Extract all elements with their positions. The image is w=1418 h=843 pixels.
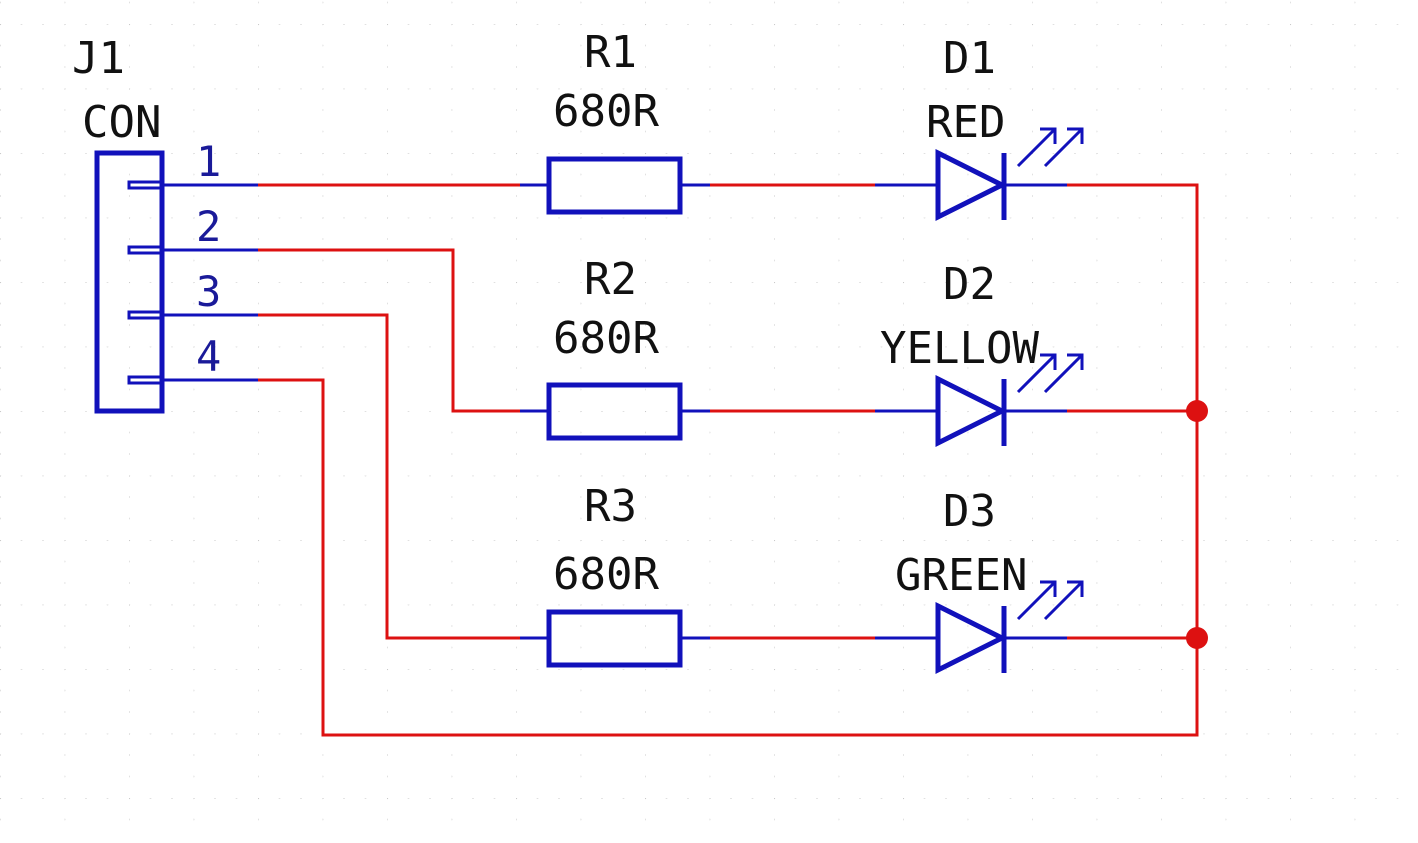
resistor-r3: [520, 609, 710, 668]
connector-pin-number-3: 3: [196, 267, 221, 316]
wire-d1-bus: [1065, 183, 1199, 737]
connector-j1: [94, 150, 258, 414]
led-triangle: [935, 374, 1008, 448]
connector-pin-number-4: 4: [196, 332, 221, 381]
led-value: GREEN: [895, 550, 1027, 601]
wire-pin2-r2: [256, 248, 522, 413]
connector-body: [94, 150, 165, 414]
connector-pin-1: [127, 180, 258, 190]
led-light-arrows: [1016, 127, 1084, 168]
resistor-body: [546, 609, 683, 668]
led-light-arrows: [1016, 580, 1084, 621]
connector-pin-4: [127, 375, 258, 385]
resistor-r1: [520, 156, 710, 215]
led-ref: D2: [943, 259, 996, 310]
resistor-value: 680R: [553, 313, 659, 364]
junction-dot: [1186, 627, 1208, 649]
resistor-ref: R1: [584, 27, 637, 78]
wire-pin3-r3: [256, 313, 522, 640]
resistor-value: 680R: [553, 549, 659, 600]
connector-value: CON: [82, 97, 161, 148]
led-light-arrows: [1016, 353, 1084, 394]
resistor-value: 680R: [553, 86, 659, 137]
connector-pin-2: [127, 245, 258, 255]
resistor-ref: R3: [584, 481, 637, 532]
connector-pin-3: [127, 310, 258, 320]
resistor-body: [546, 382, 683, 441]
led-ref: D1: [943, 33, 996, 84]
connector-pin-number-2: 2: [196, 202, 221, 251]
led-value: RED: [926, 97, 1005, 148]
connector-ref: J1: [72, 33, 125, 84]
junction-dot: [1186, 400, 1208, 422]
led-d3: [875, 580, 1084, 675]
led-value: YELLOW: [880, 323, 1039, 374]
led-d1: [875, 127, 1084, 222]
connector-pin-number-1: 1: [196, 137, 221, 186]
led-ref: D3: [943, 486, 996, 537]
resistor-ref: R2: [584, 254, 637, 305]
wire-pin4-return: [256, 378, 1199, 737]
resistor-body: [546, 156, 683, 215]
led-triangle: [935, 148, 1008, 222]
resistor-r2: [520, 382, 710, 441]
led-triangle: [935, 601, 1008, 675]
led-d2: [875, 353, 1084, 448]
wires: [256, 183, 1199, 737]
